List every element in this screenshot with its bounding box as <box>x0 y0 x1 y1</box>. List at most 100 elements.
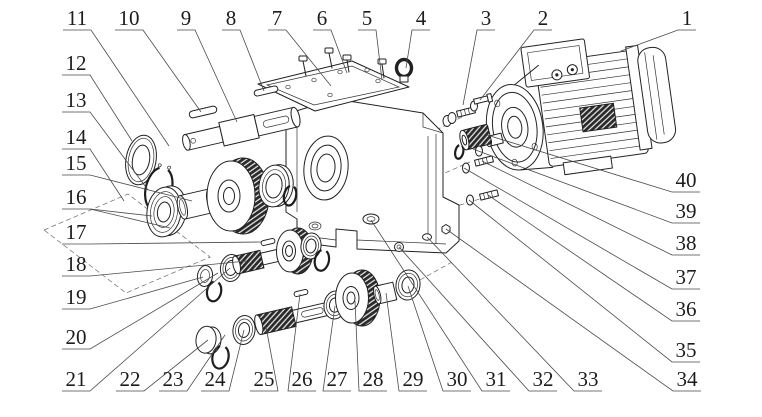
part-number-25: 25 <box>254 367 275 391</box>
motor-nameplate <box>579 102 618 133</box>
part-number-16: 16 <box>66 185 87 209</box>
part-number-26: 26 <box>292 367 313 391</box>
input-shaft <box>182 106 301 151</box>
leader-line-39 <box>472 148 700 224</box>
leader-line-30 <box>407 285 471 392</box>
part-number-32: 32 <box>533 367 554 391</box>
part-number-28: 28 <box>363 367 384 391</box>
cover-bolt <box>324 47 334 69</box>
leader-line-22 <box>116 339 209 392</box>
part-number-36: 36 <box>676 297 697 321</box>
oil-seal <box>125 134 157 186</box>
leader-line-18 <box>62 260 248 277</box>
leader-line-2 <box>479 29 552 101</box>
leader-line-1 <box>620 29 696 52</box>
part-number-11: 11 <box>67 6 87 30</box>
leader-line-23 <box>159 334 226 392</box>
part-number-17: 17 <box>66 220 87 244</box>
part-number-22: 22 <box>120 367 141 391</box>
ball-bearing <box>300 232 322 260</box>
ball-bearing <box>258 164 294 208</box>
retaining-ring <box>282 184 298 207</box>
shaft-key <box>260 237 276 247</box>
leader-line-37 <box>463 167 700 290</box>
assembly-artwork <box>43 38 677 370</box>
part-number-33: 33 <box>578 367 599 391</box>
part-number-1: 1 <box>682 6 693 30</box>
part-number-40: 40 <box>676 168 697 192</box>
part-number-20: 20 <box>66 325 87 349</box>
helical-gear-output <box>335 269 381 327</box>
coupling-sleeve <box>459 124 493 151</box>
leader-line-29 <box>385 292 427 392</box>
part-number-29: 29 <box>403 367 424 391</box>
leader-line-33 <box>426 236 602 392</box>
leader-line-5 <box>358 29 383 81</box>
part-number-12: 12 <box>66 51 87 75</box>
part-number-23: 23 <box>163 367 184 391</box>
circlip <box>205 280 223 303</box>
lifting-eyebolt <box>394 57 414 83</box>
shaft-key <box>293 288 309 298</box>
part-number-14: 14 <box>66 125 88 149</box>
part-number-3: 3 <box>481 6 492 30</box>
washer <box>462 162 470 174</box>
retaining-ring <box>453 144 465 160</box>
helical-gear-medium <box>276 227 314 275</box>
gearbox-housing <box>285 98 460 254</box>
leader-line-20 <box>62 272 219 350</box>
electric-motor <box>485 38 677 176</box>
leader-line-24 <box>201 329 245 392</box>
end-cap <box>195 325 222 355</box>
leader-line-26 <box>287 293 316 392</box>
washer <box>447 112 457 124</box>
leader-line-34 <box>445 228 701 392</box>
part-number-21: 21 <box>66 367 87 391</box>
washer <box>196 265 214 287</box>
part-number-6: 6 <box>317 6 328 30</box>
part-number-30: 30 <box>447 367 468 391</box>
shaft-key <box>253 85 279 97</box>
top-cover-plate <box>257 47 414 112</box>
leader-line-11 <box>63 29 170 147</box>
part-number-4: 4 <box>416 6 427 30</box>
housing-bore <box>303 135 349 201</box>
cover-bolt <box>342 54 352 73</box>
part-number-39: 39 <box>676 199 697 223</box>
leader-line-28 <box>354 300 387 392</box>
leader-line-16 <box>62 208 153 217</box>
terminal-box <box>520 38 590 88</box>
leader-line-17 <box>62 241 262 245</box>
leader-line-8 <box>222 29 265 92</box>
leader-line-3 <box>462 29 495 106</box>
foot-bolt-hole <box>308 221 322 231</box>
leader-line-38 <box>481 160 700 256</box>
leader-line-13 <box>62 111 149 191</box>
leader-line-14 <box>62 148 125 202</box>
part-number-7: 7 <box>272 6 283 30</box>
leader-line-25 <box>250 326 279 392</box>
part-number-10: 10 <box>119 6 140 30</box>
leader-line-31 <box>370 219 510 392</box>
base-bearing-hole <box>362 213 380 225</box>
ball-bearing <box>395 269 421 301</box>
cover-screw-heads <box>285 67 381 98</box>
motor-foot <box>562 155 613 176</box>
part-number-18: 18 <box>66 252 87 276</box>
motor-mounting-fasteners <box>442 92 499 206</box>
part-number-38: 38 <box>676 231 697 255</box>
part-number-13: 13 <box>66 88 87 112</box>
stud-bolt <box>479 189 499 201</box>
part-number-37: 37 <box>676 265 697 289</box>
part-number-15: 15 <box>66 151 87 175</box>
leader-line-6 <box>313 29 348 74</box>
leader-line-10 <box>115 29 202 113</box>
hex-bolt <box>473 92 494 105</box>
helical-gear-large <box>206 157 270 235</box>
leader-line-36 <box>487 194 700 322</box>
leader-line-12 <box>62 74 133 142</box>
washer <box>466 194 474 206</box>
